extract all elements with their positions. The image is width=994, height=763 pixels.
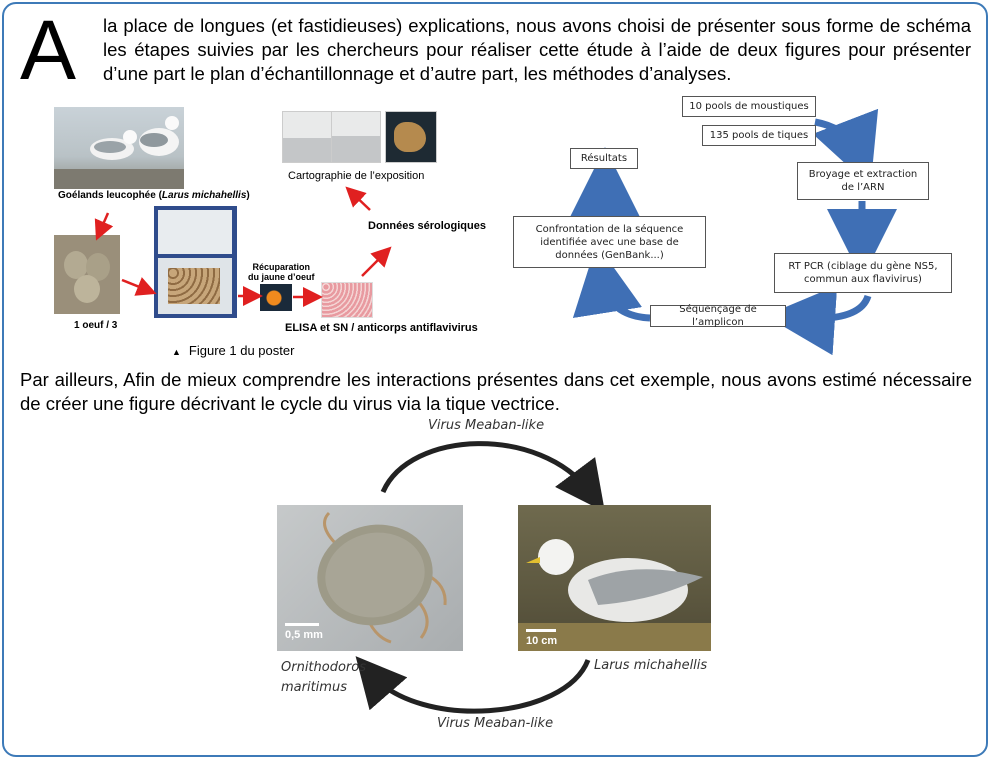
gull-species-label: Larus michahellis [594,658,708,673]
dropcap: A [20,3,77,97]
yolk-photo [260,284,292,311]
sequencing-box: Séquençage de l’amplicon [650,304,786,328]
tick-pools-box: 135 pools de tiques [702,125,816,146]
map-caption: Cartographie de l’exposition [288,170,425,182]
serology-caption: Données sérologiques [368,220,486,232]
elisa-caption: ELISA et SN / anticorps antiflavivirus [285,322,478,334]
intro-paragraph: la place de longues (et fastidieuses) ex… [103,15,971,84]
map-thumbnail-2 [331,111,381,163]
eggs-photo [54,235,120,314]
gulls-illustration [54,116,184,189]
map-thumbnail-1 [282,111,332,163]
elisa-plate-photo [321,282,373,318]
tick-photo: 0,5 mm [277,505,463,651]
mosquito-pools-box: 10 pools de moustiques [682,96,816,117]
gull-scale-label: 10 cm [526,635,558,647]
cooler-photo [154,206,237,318]
second-paragraph: Par ailleurs, Afin de mieux comprendre l… [20,369,972,414]
map-thumbnail-3 [385,111,437,163]
cycle-bottom-label: Virus Meaban-like [437,716,554,731]
gulls-photo [54,107,184,189]
figure-1-label: ▲Figure 1 du poster [172,343,295,358]
results-box: Résultats [570,148,638,169]
comparison-box: Confrontation de la séquence identifiée … [513,216,706,268]
gull-nest-photo: 10 cm [518,505,711,651]
rt-pcr-box: RT PCR (ciblage du gène NS5, commun aux … [774,253,952,293]
tick-scale-label: 0,5 mm [285,629,323,641]
grinding-extraction-box: Broyage et extraction de l’ARN [797,162,929,200]
egg-caption: 1 oeuf / 3 [74,320,118,331]
tick-illustration [317,511,447,644]
cycle-top-label: Virus Meaban-like [428,418,545,433]
eggs-illustration [64,251,110,303]
gull-nest-illustration [518,539,711,651]
gull-caption: Goélands leucophée (Larus michahellis) [58,190,250,201]
